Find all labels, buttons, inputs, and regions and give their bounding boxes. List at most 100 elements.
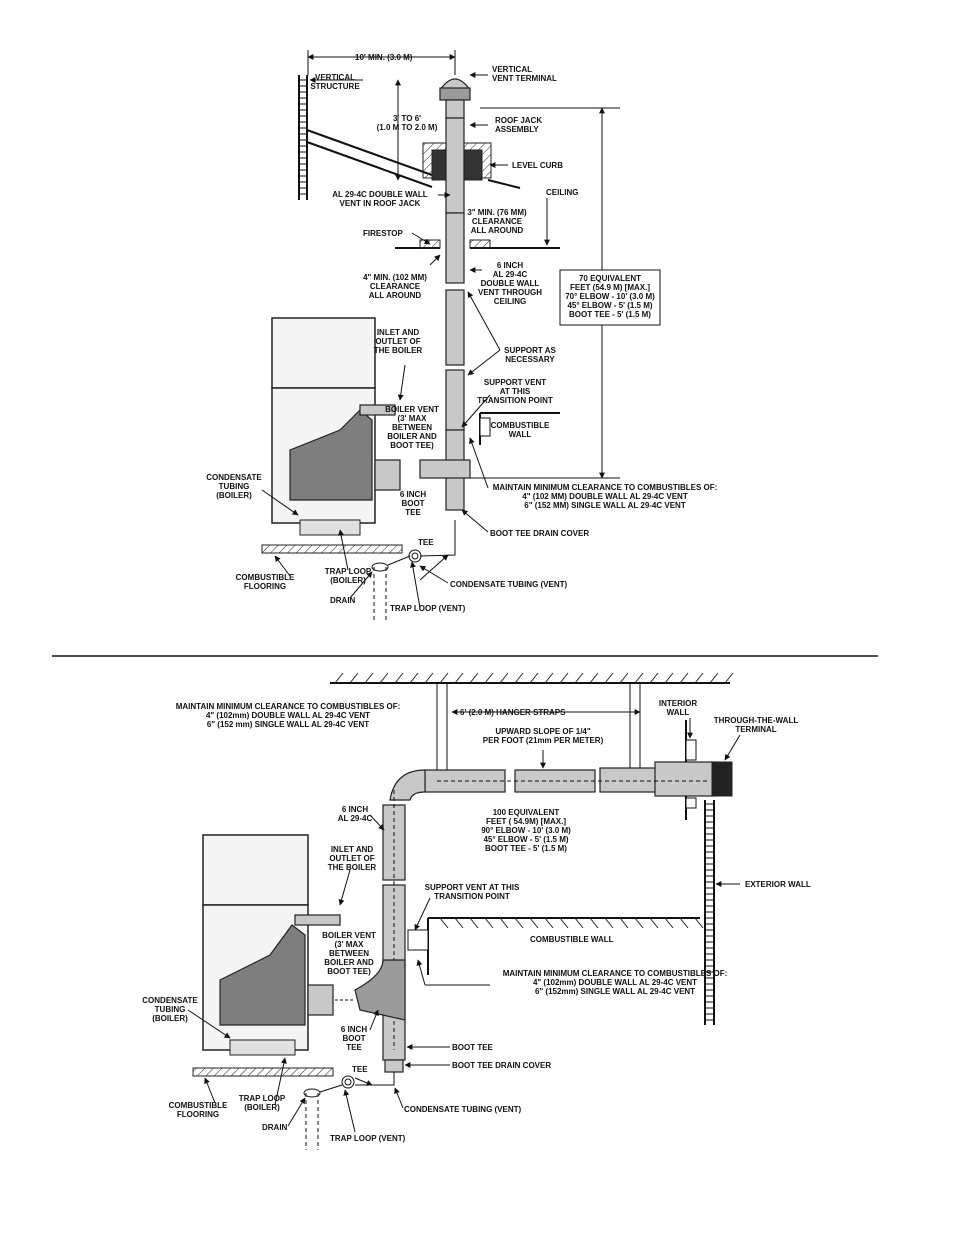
label-exterior-wall: EXTERIOR WALL bbox=[745, 880, 811, 889]
label-line: 6" (152 MM) SINGLE WALL AL 29-4C VENT bbox=[524, 501, 686, 510]
label-line: COMBUSTIBLE bbox=[491, 421, 550, 430]
label-trap-loop-boiler: TRAP LOOP(BOILER) bbox=[239, 1094, 286, 1112]
boiler-bottom bbox=[202, 834, 355, 1056]
label-line: BOILER AND bbox=[324, 958, 374, 967]
exterior-wall bbox=[704, 800, 715, 1025]
label-tee: TEE bbox=[418, 538, 434, 547]
label-line: TUBING bbox=[219, 482, 250, 491]
label-line: THE BOILER bbox=[328, 863, 377, 872]
label-line: ASSEMBLY bbox=[495, 125, 539, 134]
hatch-tick bbox=[649, 917, 659, 929]
label-line: TEE bbox=[405, 508, 421, 517]
label-trap-loop-boiler: TRAP LOOP(BOILER) bbox=[325, 567, 372, 585]
label-line: 4" (102mm) DOUBLE WALL AL 29-4C VENT bbox=[206, 711, 370, 720]
label-line: 3" MIN. (76 MM) bbox=[467, 208, 527, 217]
hatch-tick bbox=[604, 917, 614, 929]
label-line: THROUGH-THE-WALL bbox=[714, 716, 799, 725]
hatch-tick bbox=[484, 917, 494, 929]
label-line: FEET (54.9 M) [MAX.] bbox=[570, 283, 650, 292]
label-line: THE BOILER bbox=[374, 346, 423, 355]
label-line: ALL AROUND bbox=[369, 291, 422, 300]
hatch-tick bbox=[469, 917, 479, 929]
label-line: 3' TO 6' bbox=[393, 114, 421, 123]
leader-lines-bottom bbox=[187, 718, 741, 1133]
label-firestop: FIRESTOP bbox=[363, 229, 404, 238]
label-line: VENT THROUGH bbox=[478, 288, 542, 297]
label-line: AL 29-4C bbox=[493, 270, 528, 279]
hatch-tick bbox=[679, 672, 689, 684]
label-line: BETWEEN bbox=[392, 423, 432, 432]
label-line: CONDENSATE bbox=[142, 996, 198, 1005]
label-line: (1.0 M TO 2.0 M) bbox=[377, 123, 438, 132]
label-line: CONDENSATE bbox=[206, 473, 262, 482]
label-hanger-straps: 6' (2.0 M) HANGER STRAPS bbox=[460, 708, 566, 717]
label-boot-tee: BOOT TEE bbox=[452, 1043, 494, 1052]
hatch-tick bbox=[514, 917, 524, 929]
label-line: BOOT TEE - 5' (1.5 M) bbox=[569, 310, 651, 319]
hatch-tick bbox=[469, 672, 479, 684]
combustible-flooring-top bbox=[261, 544, 403, 554]
label-line: SUPPORT VENT AT THIS bbox=[425, 883, 520, 892]
label-maintain-clearance-bottom: MAINTAIN MINIMUM CLEARANCE TO COMBUSTIBL… bbox=[503, 969, 728, 996]
label-line: (BOILER) bbox=[244, 1103, 280, 1112]
hatch-tick bbox=[499, 672, 509, 684]
ceiling-bottom bbox=[330, 672, 734, 684]
label-line: (3' MAX bbox=[397, 414, 427, 423]
label-boot-tee-drain-cover: BOOT TEE DRAIN COVER bbox=[490, 529, 589, 538]
hatch-tick bbox=[559, 672, 569, 684]
hatch-tick bbox=[619, 917, 629, 929]
label-line: AL 29-4C bbox=[338, 814, 373, 823]
label-line: 70 EQUIVALENT bbox=[579, 274, 641, 283]
hatch-tick bbox=[484, 672, 494, 684]
hatch-tick bbox=[649, 672, 659, 684]
label-line: COMBUSTIBLE bbox=[169, 1101, 228, 1110]
label-line: BOOT TEE - 5' (1.5 M) bbox=[485, 844, 567, 853]
label-trap-loop-vent: TRAP LOOP (VENT) bbox=[390, 604, 466, 613]
label-line: 45° ELBOW - 5' (1.5 M) bbox=[567, 301, 652, 310]
hatch-tick bbox=[439, 917, 449, 929]
hatch-tick bbox=[679, 917, 689, 929]
label-line: BOOT bbox=[401, 499, 424, 508]
label-condensate-tubing-vent: CONDENSATE TUBING (VENT) bbox=[404, 1105, 522, 1114]
label-line: AL 29-4C DOUBLE WALL bbox=[332, 190, 428, 199]
label-boot-tee-drain-cover: BOOT TEE DRAIN COVER bbox=[452, 1061, 551, 1070]
trap-loops-top bbox=[371, 520, 456, 620]
hatch-tick bbox=[454, 917, 464, 929]
label-line: (BOILER) bbox=[330, 576, 366, 585]
label-line: MAINTAIN MINIMUM CLEARANCE TO COMBUSTIBL… bbox=[176, 702, 401, 711]
hatch-tick bbox=[724, 672, 734, 684]
hatch-tick bbox=[514, 672, 524, 684]
hatch-tick bbox=[664, 672, 674, 684]
label-line: 90° ELBOW - 10' (3.0 M) bbox=[481, 826, 571, 835]
interior-wall bbox=[685, 720, 697, 820]
label-level-curb: LEVEL CURB bbox=[512, 161, 563, 170]
label-line: OUTLET OF bbox=[375, 337, 420, 346]
label-line: 4" (102mm) DOUBLE WALL AL 29-4C VENT bbox=[533, 978, 697, 987]
label-min-distance: 10' MIN. (3.0 M) bbox=[355, 53, 413, 62]
label-line: 6 INCH bbox=[341, 1025, 367, 1034]
label-upward-slope: UPWARD SLOPE OF 1/4"PER FOOT (21mm PER M… bbox=[483, 727, 604, 745]
combustible-flooring-bottom bbox=[192, 1067, 334, 1077]
boiler-top bbox=[271, 317, 401, 536]
label-line: ALL AROUND bbox=[471, 226, 524, 235]
hatch-tick bbox=[424, 672, 434, 684]
label-line: AT THIS bbox=[500, 387, 531, 396]
hatch-tick bbox=[409, 672, 419, 684]
